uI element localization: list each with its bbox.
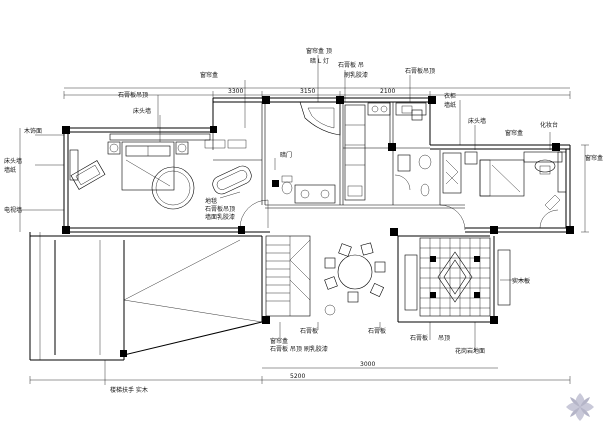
label-wallpaper-right: 墙纸 (444, 101, 456, 109)
master-bath (281, 101, 366, 204)
label-dresser: 化妆台 (540, 121, 558, 129)
label-curtain-right: 窗帘盒 (505, 129, 523, 137)
label-wood-veneer: 木饰面 (24, 127, 42, 135)
dim-top-2: 3150 (300, 88, 315, 95)
label-ceiling-bot: 吊顶 (438, 335, 450, 342)
label-gypsum-bot-1: 石膏板 (300, 327, 318, 335)
label-gypsum-2: 石膏板吊顶 (405, 67, 435, 75)
round-rug (151, 166, 195, 210)
dining-table (324, 242, 386, 316)
tiled-floor (419, 237, 491, 317)
label-tv-wall: 电视墙 (4, 206, 22, 214)
label-gypsum-mid: 石膏板吊顶 (205, 205, 235, 213)
corner-bathtub (299, 101, 341, 136)
living-room (397, 235, 511, 323)
dim-bottom-1: 5200 (290, 373, 305, 380)
label-headboard-right: 床头墙 (468, 117, 486, 125)
left-bedroom (69, 133, 252, 210)
annotation-labels: 窗帘盒 顶 暗 L 灯 石膏板 吊 刷乳胶漆 石膏板吊顶 窗帘盒 石膏板吊顶 木… (4, 47, 603, 394)
label-headboard-left: 床头墙 (4, 157, 22, 165)
label-gypsum-bot-2: 石膏板 (368, 327, 386, 335)
structural-columns (62, 96, 574, 357)
label-granite-floor: 花岗岩地面 (455, 347, 485, 355)
lower-floor (29, 232, 263, 361)
label-gypsum-3: 石膏板吊顶 (118, 91, 148, 99)
label-curtain-2: 窗帘盒 (200, 71, 218, 79)
label-gypsum-1: 石膏板 吊 (338, 61, 364, 69)
staircase (265, 235, 311, 317)
right-bedroom (464, 151, 567, 197)
dim-top-3: 2100 (380, 88, 395, 95)
dim-top-1: 3300 (228, 88, 243, 95)
double-bed (121, 141, 175, 191)
dim-bottom-2: 3000 (360, 361, 375, 368)
label-gypsum-bot-3: 石膏板 (410, 334, 428, 342)
label-paint-1: 刷乳胶漆 (344, 71, 368, 79)
label-wallpaper-left: 墙纸 (4, 166, 16, 174)
door-swings (239, 174, 561, 231)
label-curtain-bot: 窗帘盒 (270, 337, 288, 345)
label-solid-wood: 实木板 (512, 277, 530, 285)
double-bed-right (479, 159, 525, 197)
floor-hatch (420, 238, 490, 316)
label-hidden-light: 暗 L 灯 (310, 57, 329, 65)
dimension-lines (19, 87, 589, 384)
label-carpet: 地毯 (205, 197, 217, 205)
kitchen-area (367, 102, 462, 197)
label-headboard-mid: 床头墙 (133, 107, 151, 115)
outer-walls (63, 97, 571, 233)
interior-partitions (212, 102, 465, 209)
label-curtain-far: 窗帘盒 (585, 154, 603, 162)
annotation-leaders (20, 55, 551, 385)
label-wall-paint: 墙面乳胶漆 (205, 213, 235, 221)
label-hidden-door: 暗门 (280, 151, 292, 159)
label-stair-rail: 楼梯扶手 实木 (110, 386, 148, 394)
label-curtain-top: 窗帘盒 顶 (306, 47, 332, 55)
label-gypsum-paint-bot: 石膏板 吊顶 刷乳胶漆 (270, 345, 328, 353)
lotus-logo-watermark (566, 393, 594, 421)
label-wardrobe: 衣柜 (444, 92, 456, 100)
